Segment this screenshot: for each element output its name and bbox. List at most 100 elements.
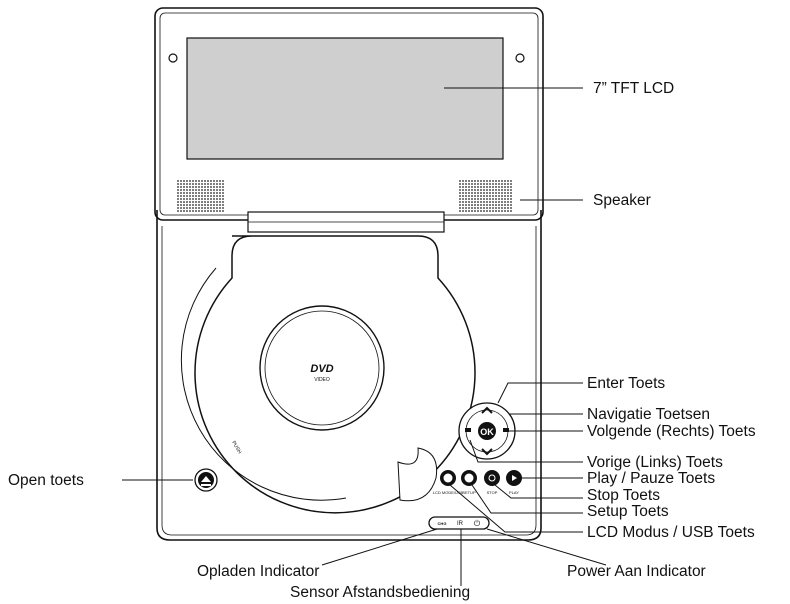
grille-dot xyxy=(483,207,485,209)
grille-dot xyxy=(207,195,209,197)
grille-dot xyxy=(504,204,506,206)
grille-dot xyxy=(207,204,209,206)
open-button[interactable] xyxy=(194,468,218,492)
grille-dot xyxy=(462,204,464,206)
play-pause-button[interactable] xyxy=(506,470,522,486)
label-play-pause: Play / Pauze Toets xyxy=(587,470,715,487)
label-remote-sensor: Sensor Afstandsbediening xyxy=(290,584,470,601)
grille-dot xyxy=(459,186,461,188)
grille-dot xyxy=(216,189,218,191)
grille-dot xyxy=(468,195,470,197)
grille-dot xyxy=(204,192,206,194)
grille-dot xyxy=(471,192,473,194)
grille-dot xyxy=(207,186,209,188)
grille-dot xyxy=(486,195,488,197)
grille-dot xyxy=(483,183,485,185)
navigation-pad[interactable]: OK xyxy=(458,402,516,460)
grille-dot xyxy=(216,201,218,203)
grille-dot xyxy=(489,183,491,185)
grille-dot xyxy=(474,210,476,212)
grille-dot xyxy=(474,207,476,209)
grille-dot xyxy=(477,201,479,203)
grille-dot xyxy=(192,186,194,188)
play-key-text: PLAY xyxy=(509,490,519,495)
grille-dot xyxy=(477,204,479,206)
grille-dot xyxy=(483,195,485,197)
grille-dot xyxy=(498,204,500,206)
grille-dot xyxy=(510,180,512,182)
grille-dot xyxy=(186,186,188,188)
grille-dot xyxy=(183,192,185,194)
grille-dot xyxy=(201,186,203,188)
grille-dot xyxy=(192,210,194,212)
disc-center-inner xyxy=(264,310,380,426)
grille-dot xyxy=(189,210,191,212)
grille-dot xyxy=(204,207,206,209)
grille-dot xyxy=(210,195,212,197)
grille-dot xyxy=(210,186,212,188)
grille-dot xyxy=(183,201,185,203)
stop-button[interactable] xyxy=(484,470,500,486)
grille-dot xyxy=(483,189,485,191)
grille-dot xyxy=(501,189,503,191)
ok-button[interactable] xyxy=(478,422,496,440)
grille-dot xyxy=(201,207,203,209)
label-enter: Enter Toets xyxy=(587,375,665,392)
grille-dot xyxy=(189,207,191,209)
grille-dot xyxy=(486,192,488,194)
play-icon xyxy=(512,475,517,481)
grille-dot xyxy=(462,210,464,212)
grille-dot xyxy=(195,210,197,212)
grille-dot xyxy=(180,186,182,188)
grille-dot xyxy=(216,207,218,209)
grille-dot xyxy=(195,192,197,194)
grille-dot xyxy=(219,189,221,191)
grille-dot xyxy=(468,180,470,182)
grille-dot xyxy=(480,207,482,209)
grille-dot xyxy=(180,210,182,212)
grille-dot xyxy=(492,198,494,200)
grille-dot xyxy=(192,192,194,194)
grille-dot xyxy=(480,183,482,185)
grille-dot xyxy=(465,210,467,212)
grille-dot xyxy=(192,183,194,185)
grille-dot xyxy=(219,192,221,194)
grille-dot xyxy=(195,186,197,188)
grille-dot xyxy=(510,207,512,209)
grille-dot xyxy=(510,204,512,206)
grille-dot xyxy=(474,189,476,191)
grille-dot xyxy=(210,210,212,212)
grille-dot xyxy=(204,210,206,212)
grille-dot xyxy=(177,198,179,200)
grille-dot xyxy=(507,210,509,212)
grille-dot xyxy=(477,180,479,182)
grille-dot xyxy=(507,183,509,185)
grille-dot xyxy=(501,180,503,182)
grille-dot xyxy=(465,192,467,194)
grille-dot xyxy=(495,180,497,182)
dvd-video-text: VIDEO xyxy=(314,377,330,383)
grille-dot xyxy=(177,186,179,188)
grille-dot xyxy=(207,207,209,209)
grille-dot xyxy=(492,204,494,206)
grille-dot xyxy=(222,198,224,200)
grille-dot xyxy=(465,189,467,191)
ir-sensor-text: IR xyxy=(457,521,464,527)
grille-dot xyxy=(207,210,209,212)
grille-dot xyxy=(489,186,491,188)
label-lcd-mode-usb: LCD Modus / USB Toets xyxy=(587,524,755,541)
down-arrow-icon xyxy=(481,448,493,456)
grille-dot xyxy=(186,204,188,206)
grille-dot xyxy=(492,189,494,191)
grille-dot xyxy=(507,207,509,209)
grille-dot xyxy=(195,195,197,197)
grille-dot xyxy=(459,201,461,203)
grille-dot xyxy=(492,183,494,185)
grille-dot xyxy=(198,192,200,194)
grille-dot xyxy=(186,210,188,212)
grille-dot xyxy=(510,210,512,212)
setup-button[interactable] xyxy=(461,470,477,486)
grille-dot xyxy=(486,180,488,182)
lcd-mode-usb-button[interactable] xyxy=(440,470,456,486)
grille-dot xyxy=(183,207,185,209)
